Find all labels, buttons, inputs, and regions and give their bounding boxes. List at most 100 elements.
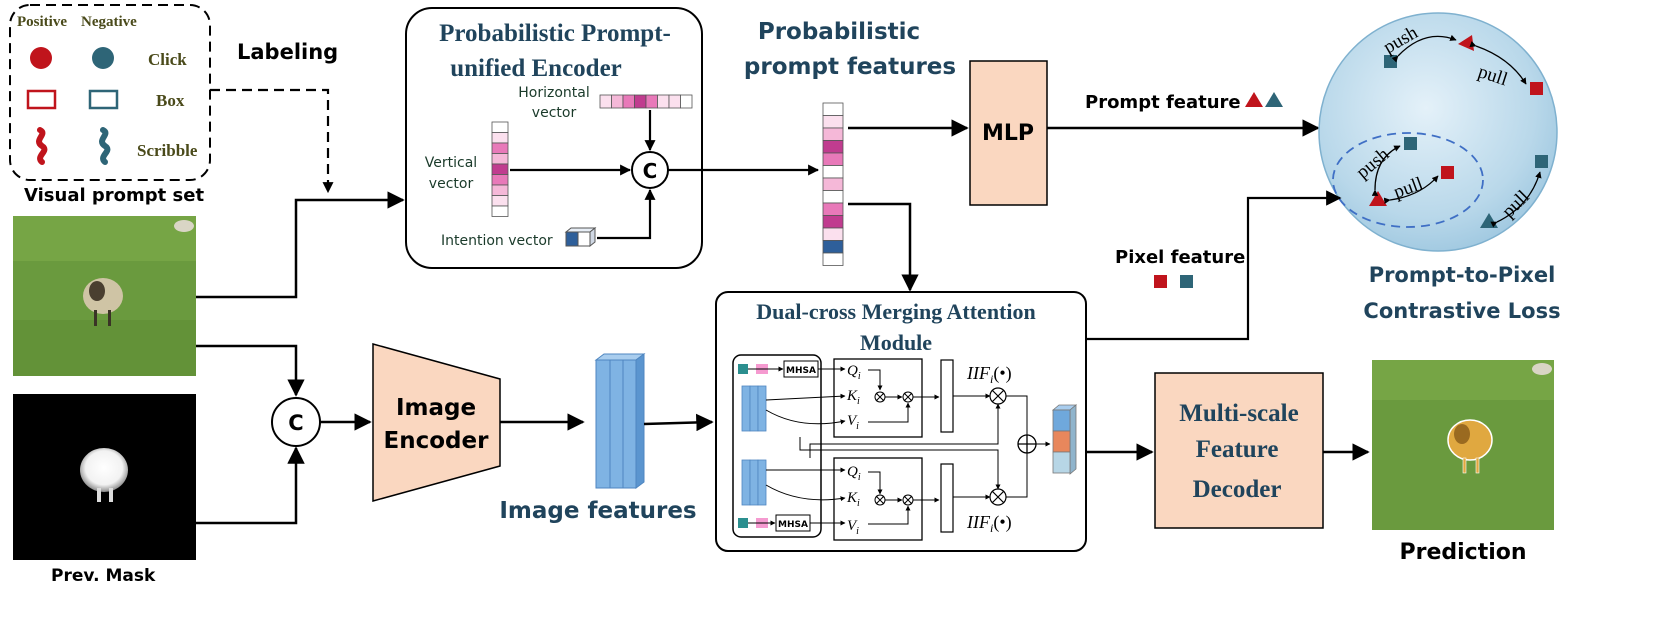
- prompt-features-title-2: prompt features: [744, 54, 956, 80]
- horizontal-vector-cell: [645, 94, 658, 109]
- previous-mask: Prev. Mask: [13, 394, 196, 586]
- prompt-feature-cell: [822, 152, 844, 166]
- image-features-label: Image features: [499, 498, 696, 524]
- pixel-feature-positive-icon: [1154, 275, 1167, 288]
- legend-box-label: Box: [156, 91, 185, 110]
- vertical-vector: [491, 121, 509, 217]
- positive-scribble-icon: [36, 127, 48, 165]
- svg-text:IIFi(•): IIFi(•): [966, 363, 1012, 386]
- features-to-attention-input-arrow: [643, 413, 714, 432]
- positive-click-icon: [30, 47, 52, 69]
- vertical-vector-label-2: vector: [429, 176, 474, 192]
- prompt-feature-label: Prompt feature: [1085, 92, 1241, 113]
- image-features-stack: [594, 353, 646, 489]
- vertical-vector-cell: [491, 153, 509, 165]
- positive-cluster-ellipse: [1332, 132, 1484, 228]
- vertical-vector-cell: [491, 121, 509, 133]
- contrastive-loss-sphere: push pull push pull pull: [1318, 12, 1558, 252]
- prompt-feature-cell: [822, 177, 844, 191]
- legend-negative-label: Negative: [81, 14, 137, 30]
- mlp-label: MLP: [982, 121, 1034, 146]
- horizontal-vector-cell: [657, 94, 670, 109]
- prompt-feature-negative-icon: [1265, 92, 1283, 107]
- image-encoder-block: [372, 343, 501, 502]
- neg-pixel-3: [1535, 155, 1548, 168]
- intention-to-concat-arrow: [597, 188, 656, 240]
- prompt-feature-cell: [822, 165, 844, 179]
- horizontal-vector-label-1: Horizontal: [518, 85, 589, 101]
- horizontal-vector-cell: [611, 94, 624, 109]
- prompt-feature-positive-icon: [1245, 92, 1263, 107]
- vertical-vector-cell: [491, 205, 509, 217]
- svg-text:IIFi(•): IIFi(•): [966, 512, 1012, 535]
- prompt-feature-cell: [822, 215, 844, 229]
- input-group-box: [732, 354, 822, 538]
- horizontal-vector-label-2: vector: [532, 105, 577, 121]
- loss-caption-1: Prompt-to-Pixel: [1369, 263, 1556, 287]
- negative-scribble-icon: [99, 127, 111, 165]
- legend-positive-label: Positive: [17, 14, 67, 30]
- decoder-label-1: Multi-scale: [1179, 400, 1298, 427]
- encoder-title-line2: unified Encoder: [450, 55, 622, 82]
- prompt-encoder: Probabilistic Prompt- unified Encoder Ho…: [405, 7, 703, 269]
- push-arrow-top: [1391, 34, 1457, 63]
- vertical-vector-cell: [491, 163, 509, 175]
- svg-text:Qi: Qi: [847, 464, 861, 483]
- push-arrow-mid: [1371, 145, 1401, 196]
- pull-arrow-bottom: [1490, 171, 1542, 228]
- neg-pixel-2: [1404, 137, 1417, 150]
- pos-prompt-mid: [1369, 191, 1387, 206]
- prompt-feature-cell: [822, 140, 844, 154]
- pull-arrow-mid: [1383, 175, 1439, 204]
- intention-vector: [564, 226, 597, 248]
- legend-scribble-label: Scribble: [137, 141, 198, 160]
- encoder-concat-symbol: C: [643, 159, 658, 183]
- image-concat-symbol: C: [288, 411, 303, 435]
- pixel-to-loss-arrow: [1086, 190, 1342, 341]
- attention-title-1: Dual-cross Merging Attention: [756, 299, 1035, 324]
- prediction-label: Prediction: [1399, 540, 1526, 565]
- prev-mask-label: Prev. Mask: [51, 566, 156, 586]
- loss-caption-2: Contrastive Loss: [1363, 299, 1560, 323]
- encoder-title-line1: Probabilistic Prompt-: [439, 20, 671, 47]
- negative-click-icon: [92, 47, 114, 69]
- horizontal-vector-cell: [680, 94, 693, 109]
- prompt-feature-cell: [822, 227, 844, 241]
- pixel-feature-label: Pixel feature: [1115, 247, 1245, 268]
- legend-box: [9, 4, 211, 181]
- svg-text:Vi: Vi: [847, 518, 859, 537]
- prompt-feature-cell: [822, 202, 844, 216]
- mlp-block: [969, 60, 1048, 206]
- horizontal-vector-cell: [622, 94, 635, 109]
- prompt-features-title-1: Probabilistic: [758, 19, 920, 45]
- prediction-image: [1372, 360, 1554, 530]
- pull-arrow-top: [1469, 40, 1527, 85]
- legend-click-label: Click: [148, 50, 187, 69]
- intention-vector-label: Intention vector: [441, 233, 553, 249]
- decoder-label-2: Feature: [1196, 436, 1279, 463]
- mhsa-label-bottom: MHSA: [778, 520, 808, 530]
- attention-module: Dual-cross Merging Attention Module MHSA…: [715, 291, 1087, 552]
- vertical-vector-cell: [491, 195, 509, 207]
- svg-text:Qi: Qi: [847, 363, 861, 382]
- image-encoder-label-1: Image: [396, 395, 476, 421]
- input-image: [13, 216, 196, 376]
- vertical-vector-label-1: Vertical: [425, 155, 477, 171]
- mask-to-concat-arrow: [196, 446, 305, 525]
- features-to-attention-arrow: [848, 202, 919, 292]
- prompt-feature-cell: [822, 190, 844, 204]
- probabilistic-prompt-feature-vector: [822, 102, 844, 266]
- horizontal-vector: [599, 94, 693, 109]
- prompt-feature-cell: [822, 115, 844, 129]
- pixel-feature-negative-icon: [1180, 275, 1193, 288]
- svg-text:Ki: Ki: [846, 388, 860, 407]
- horizontal-vector-cell: [599, 94, 612, 109]
- decoder-label-3: Decoder: [1193, 476, 1282, 503]
- vertical-vector-cell: [491, 174, 509, 186]
- vertical-vector-cell: [491, 132, 509, 144]
- prompt-feature-cell: [822, 252, 844, 266]
- prompt-feature-cell: [822, 127, 844, 141]
- attention-title-2: Module: [860, 330, 932, 355]
- horizontal-vector-cell: [668, 94, 681, 109]
